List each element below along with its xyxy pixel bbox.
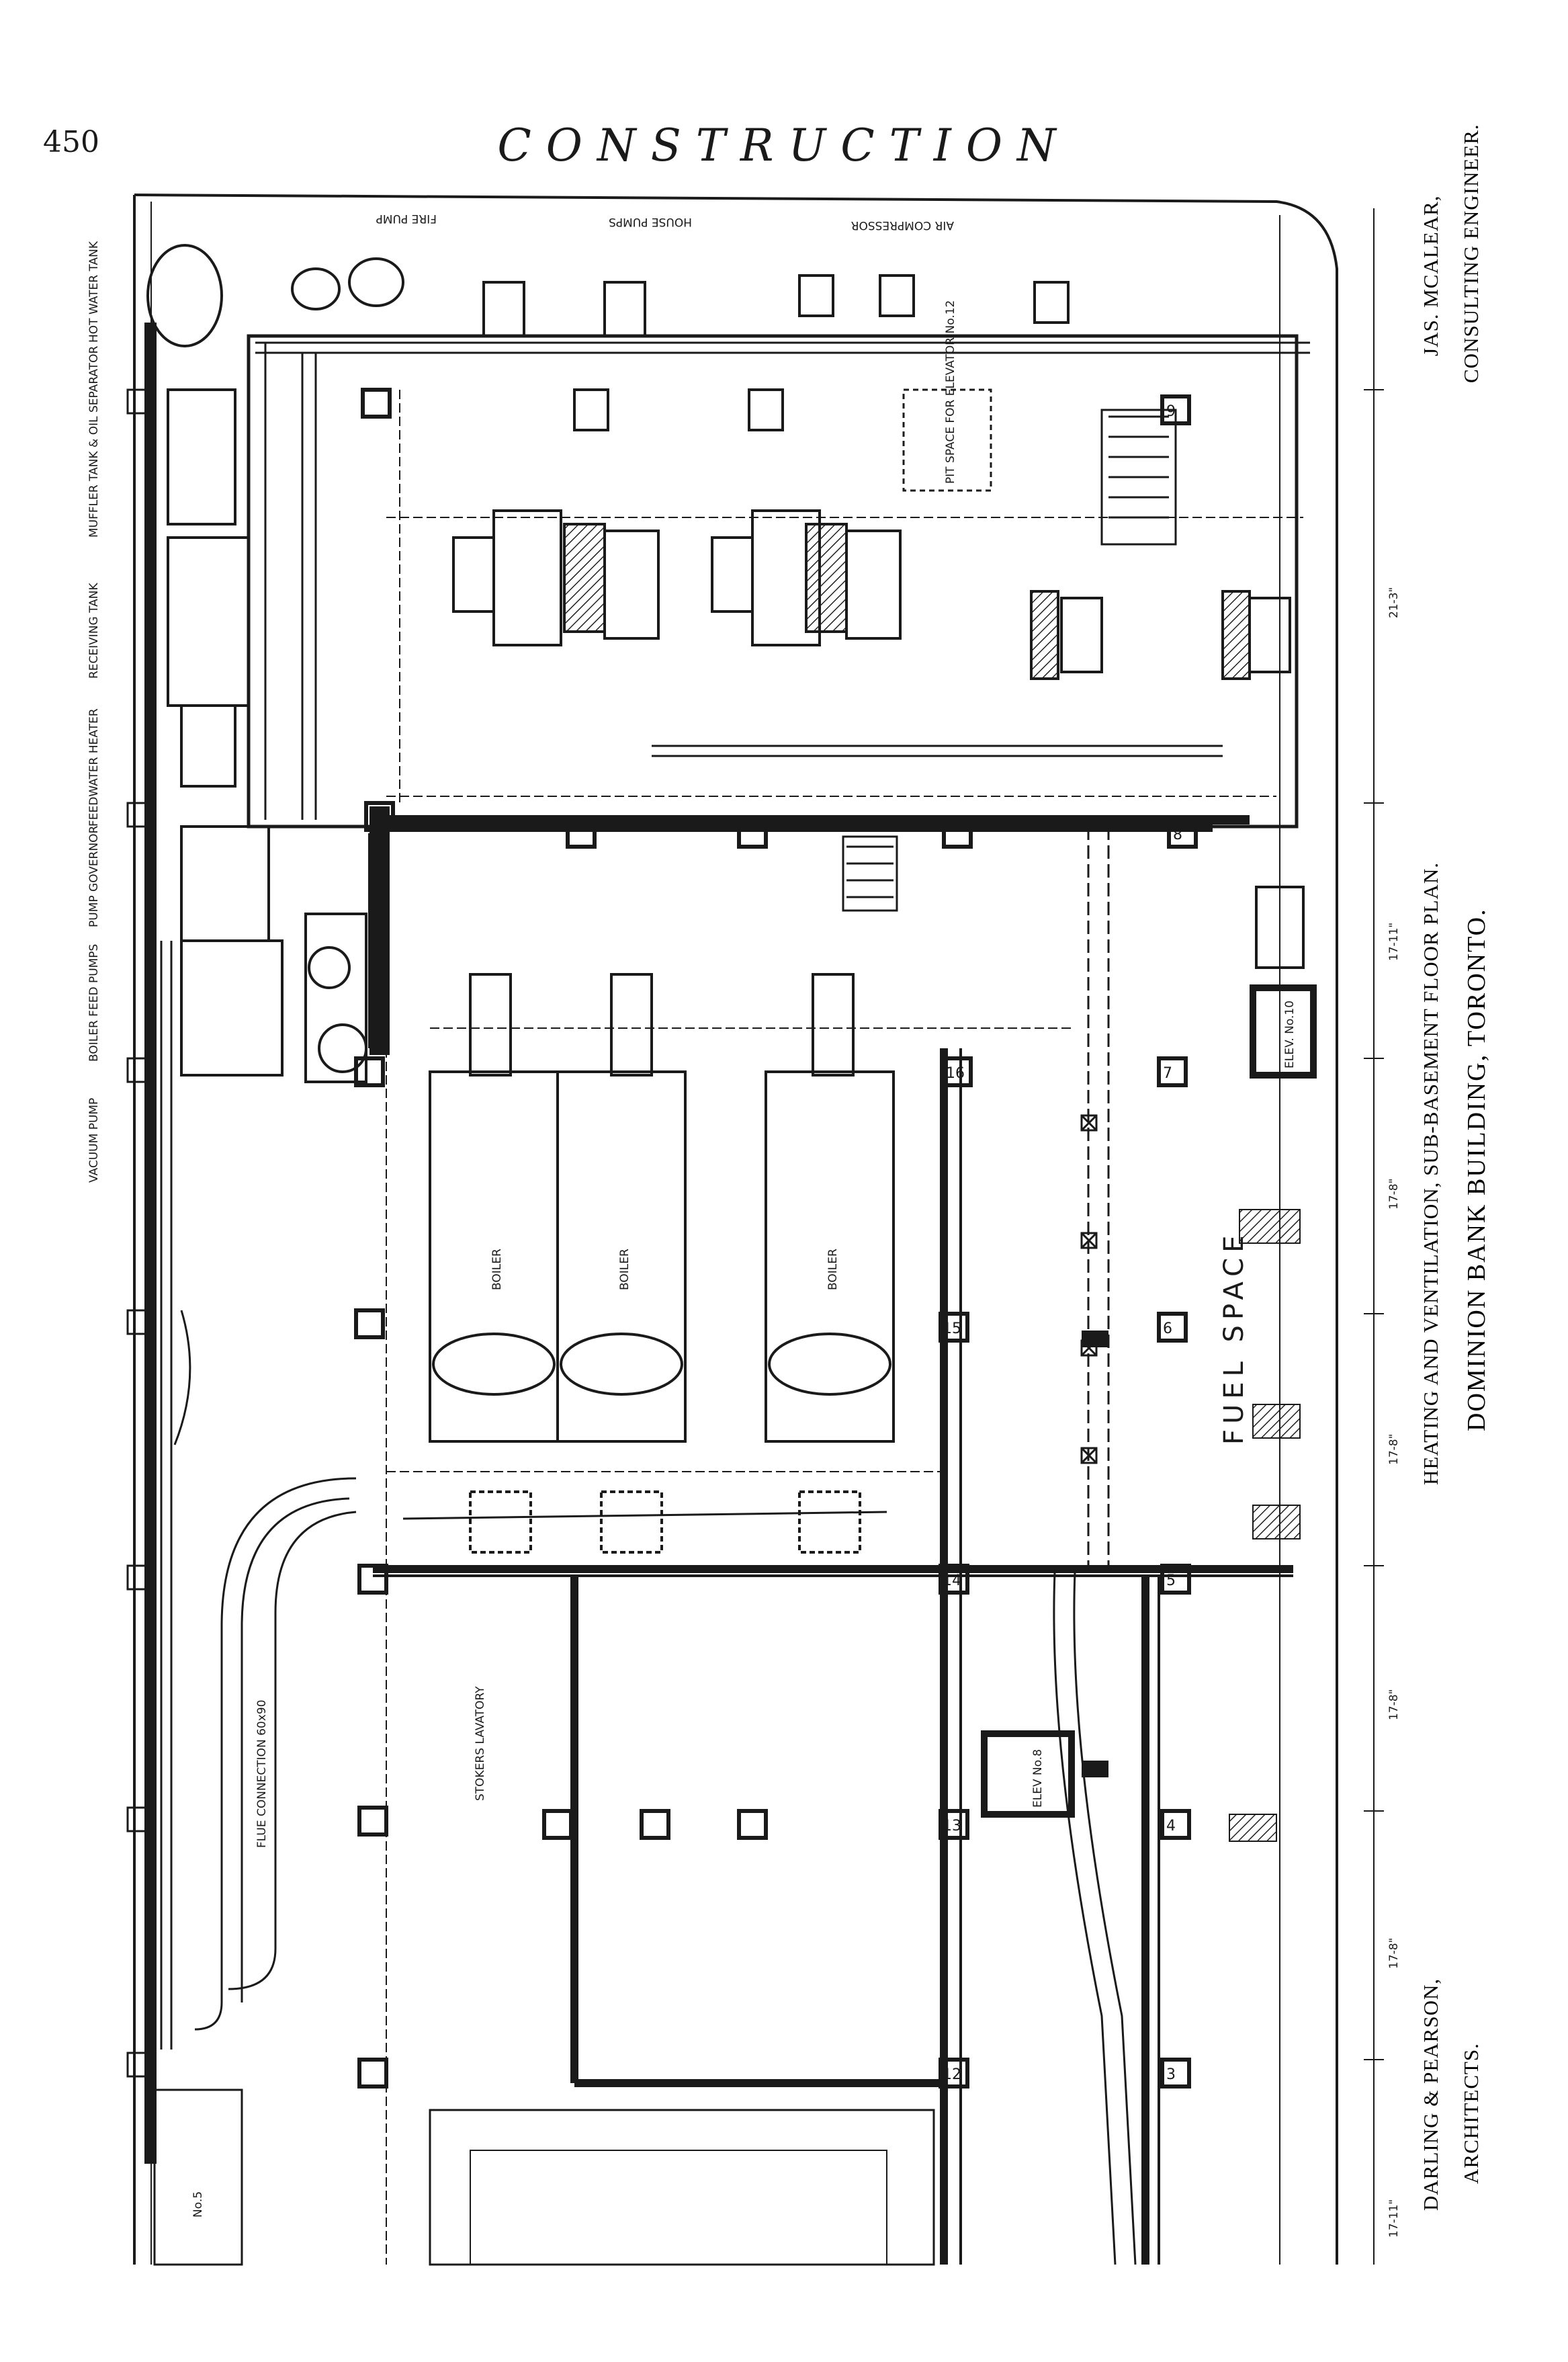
page-number: 450 xyxy=(43,125,99,159)
column-number: 3 xyxy=(1166,2066,1176,2083)
piping xyxy=(160,341,1310,2265)
hot-water-tank-label: HOT WATER TANK xyxy=(87,241,101,343)
architect-title: ARCHITECTS. xyxy=(1459,2043,1483,2184)
bay-dimension-line xyxy=(1364,208,1384,2265)
boiler-feed-pumps-label: BOILER FEED PUMPS xyxy=(87,944,101,1062)
column-number: 14 xyxy=(943,1572,961,1589)
elevator-8-label: ELEV No.8 xyxy=(1031,1749,1045,1808)
boiler-label: BOILER xyxy=(490,1249,504,1290)
engines xyxy=(452,509,1291,680)
equipment-labels: FIRE PUMP HOUSE PUMPS AIR COMPRESSOR HOT… xyxy=(87,212,1297,2218)
consulting-engineer-title: CONSULTING ENGINEER. xyxy=(1459,124,1483,383)
column-markers xyxy=(126,388,1198,2089)
bay-dimensions: 17-11" 17-8" 17-8" 17-8" 17-8" 17-11" 21… xyxy=(1387,587,1401,2238)
column-number: 8 xyxy=(1173,827,1182,843)
column-number: 15 xyxy=(943,1320,961,1337)
column-number: 12 xyxy=(943,2066,961,2083)
boiler-label: BOILER xyxy=(618,1249,631,1290)
bay-dimension: 17-8" xyxy=(1387,1689,1401,1720)
left-equipment xyxy=(146,244,367,1083)
flue-connection xyxy=(194,1477,357,2031)
vacuum-pump-label: VACUUM PUMP xyxy=(87,1098,101,1183)
dimension-lines xyxy=(386,390,1303,2265)
boilers xyxy=(429,973,895,1554)
house-pumps-label: HOUSE PUMPS xyxy=(609,215,692,228)
column-number: 5 xyxy=(1166,1572,1176,1589)
bay-dimension: 17-8" xyxy=(1387,1434,1401,1465)
stokers-lavatory-label: STOKERS LAVATORY xyxy=(474,1686,487,1801)
captions: JAS. MCALEAR, CONSULTING ENGINEER. HEATI… xyxy=(1419,124,1491,2211)
column-number: 6 xyxy=(1163,1320,1172,1337)
elevator-shafts xyxy=(902,388,1317,1818)
fire-pump-label: FIRE PUMP xyxy=(376,212,437,225)
bay-dimension: 21-3" xyxy=(1387,587,1401,618)
architect-name: DARLING & PEARSON, xyxy=(1419,1978,1442,2211)
bay-dimension: 17-11" xyxy=(1387,923,1401,961)
bay-dimension: 17-8" xyxy=(1387,1938,1401,1969)
boiler-label: BOILER xyxy=(826,1249,840,1290)
column-number: 4 xyxy=(1166,1818,1176,1834)
bottom-room xyxy=(153,2089,935,2266)
column-number: 16 xyxy=(946,1065,965,1082)
flue-connection-label: FLUE CONNECTION 60x90 xyxy=(255,1699,269,1848)
plan-title: HEATING AND VENTILATION, SUB-BASEMENT FL… xyxy=(1419,862,1442,1485)
column-number: 9 xyxy=(1166,403,1176,420)
room-no5-label: No.5 xyxy=(191,2191,205,2218)
building-name: DOMINION BANK BUILDING, TORONTO. xyxy=(1463,908,1491,1431)
elevator-10-label: ELEV. No.10 xyxy=(1283,1001,1297,1068)
elevator-12-pit-label: PIT SPACE FOR ELEVATOR No.12 xyxy=(944,300,957,484)
top-pumps xyxy=(291,257,1070,431)
engine-room-walls xyxy=(247,334,1299,1048)
pump-governor-label: PUMP GOVERNOR xyxy=(87,825,101,927)
fuel-space-label: FUEL SPACE xyxy=(1219,1230,1250,1445)
bay-dimension: 17-11" xyxy=(1387,2199,1401,2238)
cross-markers xyxy=(1080,1114,1098,1464)
column-number: 13 xyxy=(943,1818,961,1834)
muffler-label: MUFFLER TANK & OIL SEPARATOR xyxy=(87,345,101,538)
column-numbers: 3 4 5 6 7 8 9 12 13 14 15 16 xyxy=(943,403,1182,2083)
staircases xyxy=(842,409,1177,912)
feedwater-heater-label: FEEDWATER HEATER xyxy=(87,708,101,827)
consulting-engineer-name: JAS. MCALEAR, xyxy=(1419,195,1442,356)
air-compressor-label: AIR COMPRESSOR xyxy=(851,218,954,232)
corridor-walls xyxy=(373,1048,1293,2265)
column-number: 7 xyxy=(1163,1065,1172,1082)
fuel-space-piers xyxy=(1082,1209,1301,1842)
bay-dimension: 17-8" xyxy=(1387,1179,1401,1210)
running-header: CONSTRUCTION xyxy=(497,120,1071,171)
receiving-tank-label: RECEIVING TANK xyxy=(87,582,101,679)
